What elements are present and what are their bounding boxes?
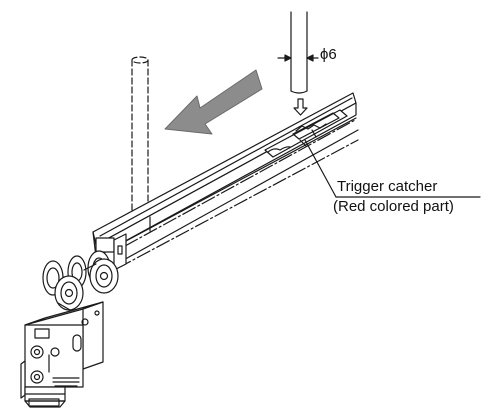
callout-label-line1: Trigger catcher [337, 178, 438, 195]
top-rod [277, 11, 319, 94]
sensor-block [20, 301, 104, 408]
callout-leader [304, 139, 481, 198]
rail [92, 92, 359, 271]
callout-label-line2: (Red colored part) [333, 198, 454, 215]
trigger-catcher [264, 109, 348, 158]
roller-assembly [42, 250, 119, 311]
down-arrow-icon [293, 98, 308, 116]
phantom-rod [131, 56, 149, 227]
left-down-arrow-icon [164, 69, 263, 135]
dimension-label: ϕ6 [320, 46, 337, 63]
